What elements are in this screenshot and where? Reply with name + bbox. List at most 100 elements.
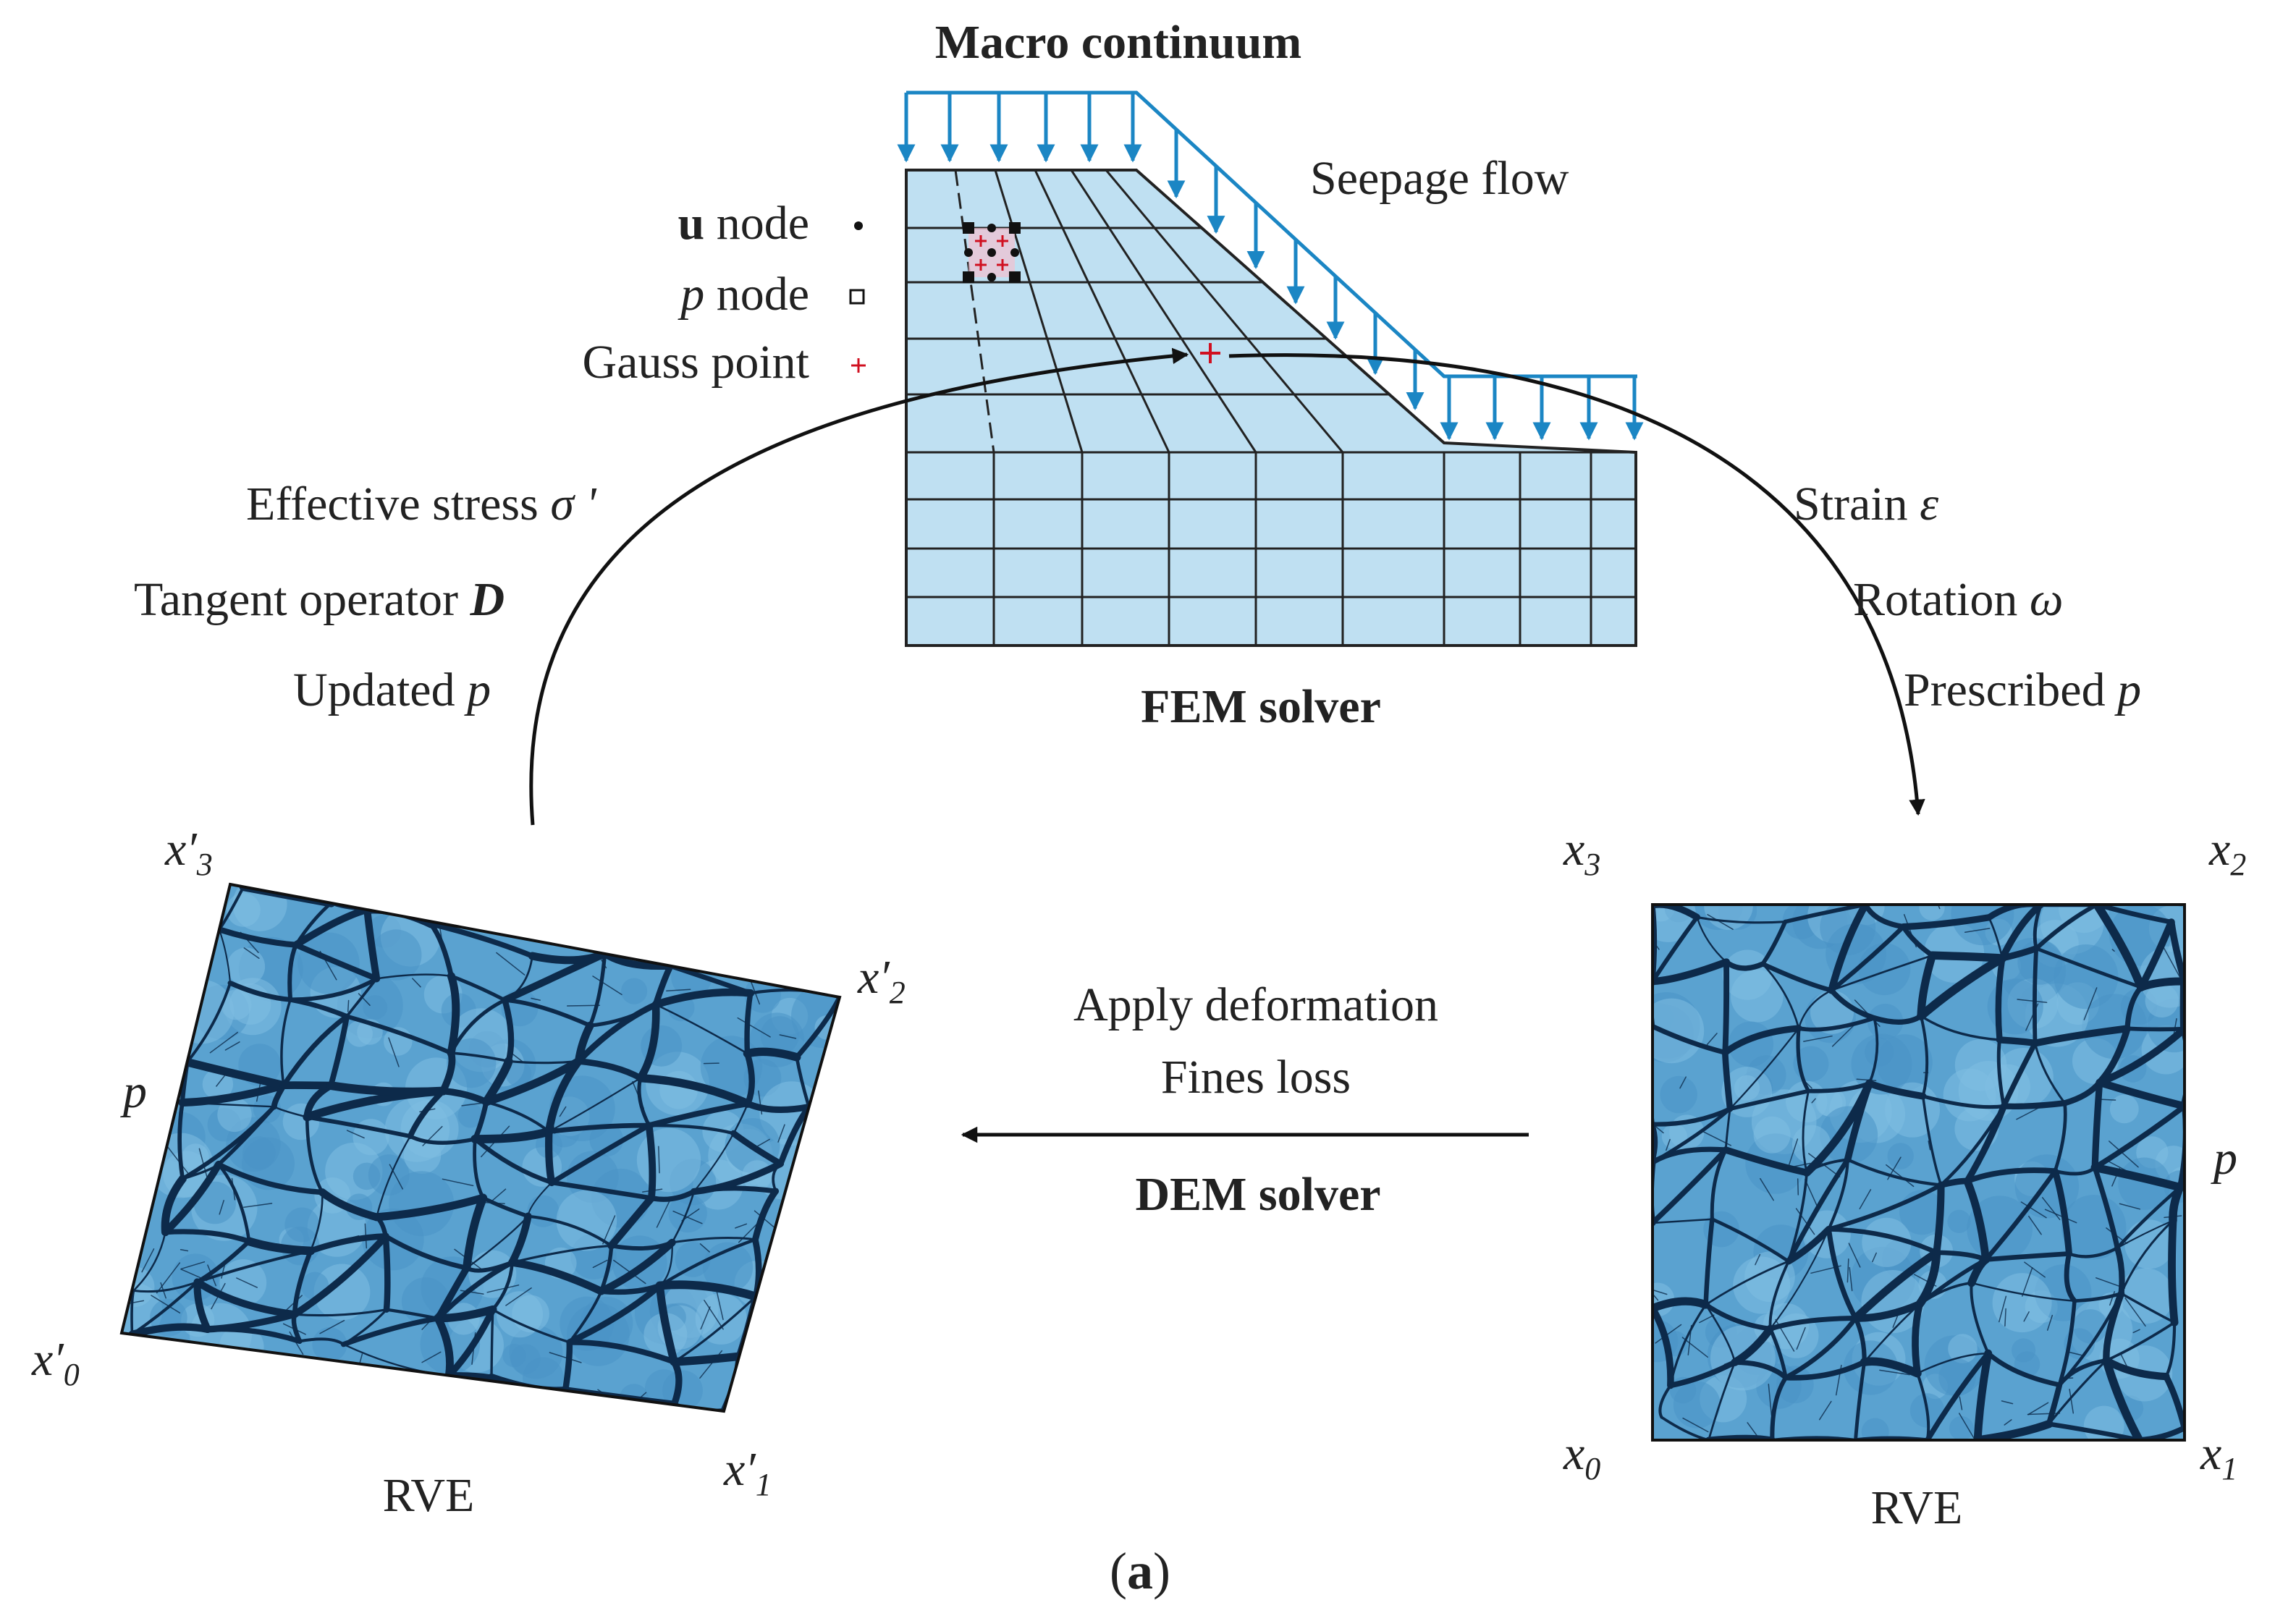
force-chain [2137, 918, 2175, 991]
force-chain [384, 1308, 440, 1320]
force-chain [221, 1261, 226, 1279]
force-chain [2104, 891, 2129, 905]
force-chain [389, 1164, 403, 1190]
force-chain [2016, 1101, 2050, 1120]
force-chain [527, 1182, 553, 1217]
force-chain [1696, 916, 1728, 963]
force-chain [1796, 1026, 1811, 1093]
force-chain [1818, 1400, 1832, 1421]
force-chain [130, 1280, 199, 1336]
force-chain [549, 1352, 582, 1363]
force-chain [358, 993, 371, 1006]
force-chain [2001, 1040, 2038, 1109]
force-chain [699, 1243, 710, 1253]
p-node [1009, 271, 1021, 283]
force-chain [2106, 1227, 2128, 1244]
force-chain [1775, 1319, 1795, 1352]
force-chain [550, 1110, 556, 1134]
particle [1704, 905, 1753, 930]
force-chain [1802, 1090, 1810, 1174]
particle [505, 1060, 532, 1087]
particle [1820, 1106, 1878, 1164]
fines-loss-label: Fines loss [1161, 1051, 1351, 1104]
particle [389, 1171, 455, 1237]
upscaling-arrow [529, 347, 1189, 826]
force-chain [1722, 959, 1730, 1056]
force-chain [2004, 1419, 2012, 1426]
force-chain [2105, 1321, 2176, 1362]
particle [169, 979, 235, 1044]
force-chain [428, 921, 536, 959]
force-chain [204, 1311, 298, 1333]
force-chain [341, 1235, 360, 1241]
force-chain [1668, 1359, 1738, 1389]
force-chain [2120, 1219, 2174, 1295]
mesh-line [1105, 169, 1344, 453]
force-chain [185, 981, 232, 1064]
force-chain [510, 1244, 613, 1264]
force-chain [193, 1278, 211, 1333]
force-chain [1866, 1080, 1927, 1100]
force-chain [463, 1193, 488, 1272]
force-chain [1695, 915, 1786, 924]
force-chain [293, 1308, 388, 1317]
force-chain [1912, 1300, 1923, 1377]
corner-label-x2-prime: x′2 [857, 951, 906, 1010]
force-chain [231, 1177, 236, 1201]
force-chain [566, 1004, 601, 1007]
force-chain [224, 1041, 240, 1051]
force-chain [1666, 1138, 1671, 1151]
force-chain [1985, 1350, 2062, 1387]
force-chain [1963, 1177, 1990, 1264]
force-chain [2132, 1329, 2140, 1334]
force-chain [1768, 1326, 1788, 1380]
force-chain [2109, 1291, 2116, 1306]
force-chain [744, 1050, 755, 1107]
particle [182, 1143, 209, 1171]
force-chain [2111, 949, 2115, 952]
force-chain [2092, 1103, 2185, 1171]
force-chain [670, 1352, 743, 1366]
force-chain [421, 1351, 442, 1363]
force-chain [141, 1248, 155, 1273]
force-chain [1925, 1350, 1991, 1440]
force-chain [412, 978, 421, 988]
force-chain [216, 1104, 277, 1167]
force-chain [419, 1108, 436, 1113]
force-chain [597, 1238, 676, 1295]
force-chain [364, 1223, 368, 1249]
force-chain [1887, 1156, 1902, 1180]
force-chain [1699, 1314, 1715, 1324]
force-chain [216, 1161, 325, 1196]
force-chain [496, 952, 526, 976]
deformed-rve: x′3 x′2 x′0 x′1 p RVE [31, 823, 906, 1522]
figure-caption: (a) [1110, 1542, 1170, 1600]
force-chain [1653, 1289, 1668, 1295]
force-chain [744, 990, 754, 1057]
force-chain [490, 1308, 494, 1379]
force-chain [2048, 1359, 2108, 1426]
corner-label-x1: x1 [2200, 1427, 2237, 1486]
force-chain [1797, 989, 1833, 1030]
force-chain [346, 1130, 365, 1139]
force-chain [470, 1127, 554, 1143]
force-chain [382, 1233, 391, 1313]
gauss-point-marker [1200, 343, 1220, 363]
updated-p-label: Updated p [293, 664, 491, 716]
force-chain [502, 996, 515, 1065]
force-chain [1933, 1181, 1945, 1256]
force-chain [161, 1175, 187, 1237]
particle [1843, 1340, 1898, 1395]
force-chain [1920, 1015, 1929, 1098]
force-chain [376, 973, 452, 980]
particle [2118, 1268, 2174, 1324]
force-chain [1703, 1216, 1715, 1308]
force-chain [166, 1144, 189, 1175]
force-chain [292, 941, 380, 982]
particle [363, 995, 388, 1020]
force-chain [2173, 1017, 2177, 1036]
force-chain [2095, 1025, 2185, 1086]
force-chain [1769, 1228, 1830, 1330]
particle [1947, 1209, 1971, 1233]
force-chain [1928, 951, 2006, 962]
